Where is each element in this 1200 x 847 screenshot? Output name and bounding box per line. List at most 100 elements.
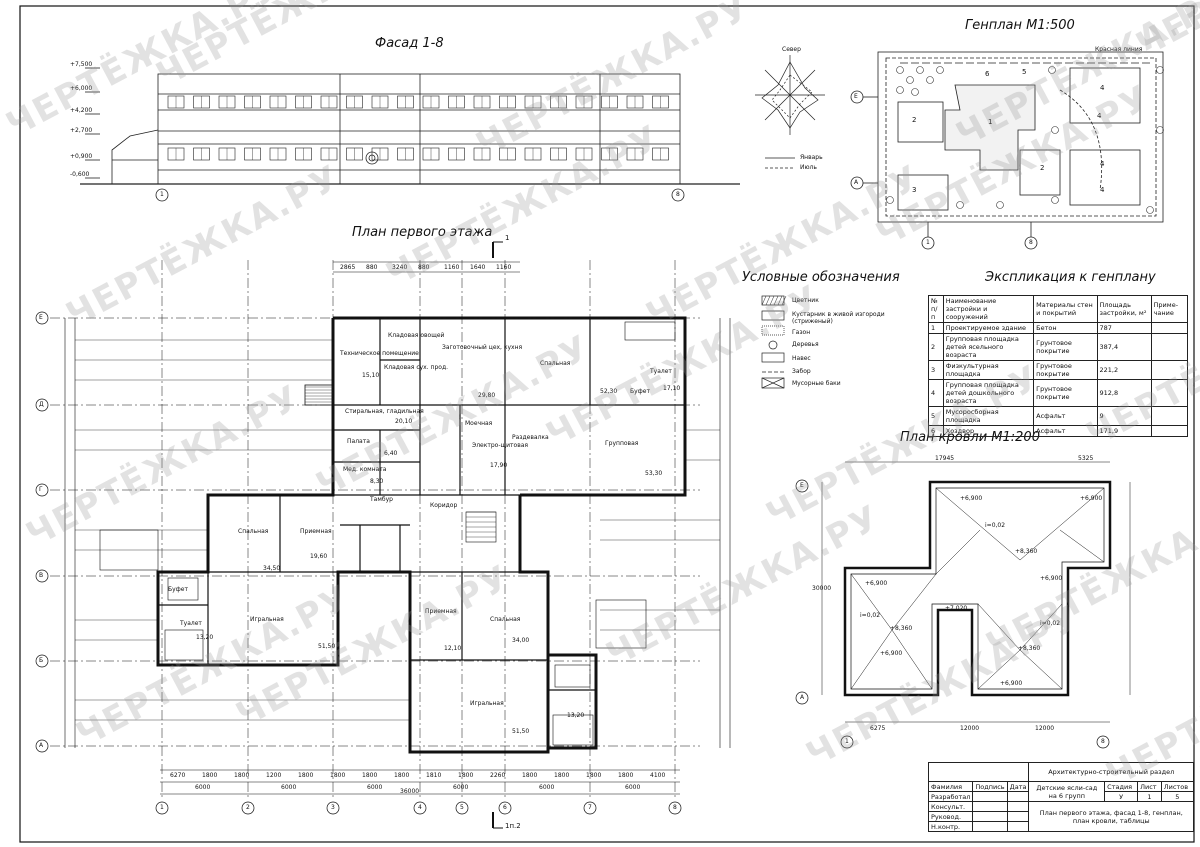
stamp-sheet-title: План первого этажа, фасад 1-8, генплан, … <box>1028 801 1194 832</box>
room-area-3: 17,10 <box>663 385 681 392</box>
room-toilet-2: Туалет <box>180 620 202 627</box>
genplan-tree <box>926 76 934 84</box>
stamp-sheet-value: 1 <box>1137 791 1162 802</box>
genplan-drawing <box>850 51 1164 250</box>
stamp-role-norm: Н.контр. <box>927 821 974 832</box>
room-area-14: 12,10 <box>444 645 462 652</box>
col-axis-bubble <box>413 801 427 815</box>
bottom-dim-1: 1800 <box>202 772 218 779</box>
roof-mark-a-2: +6,900 <box>865 580 888 587</box>
genplan-zone-5: 5 <box>1022 68 1027 76</box>
room-area-1: 29,80 <box>478 392 496 399</box>
roof-mark-a-3: +6,900 <box>1040 575 1063 582</box>
genplan-tree <box>996 201 1004 209</box>
bottom-dim2-1: 6000 <box>281 784 297 791</box>
stamp-sheets-value: 5 <box>1160 791 1195 802</box>
genplan-title: Генплан М1:500 <box>965 18 1075 33</box>
room-veg-store: Кладовая овощей <box>388 332 445 339</box>
facade-level-4: +2,700 <box>70 127 93 134</box>
expl-cell: Грунтовое покрытие <box>1033 333 1098 361</box>
roof-dim-1: 5325 <box>1078 455 1094 462</box>
expl-cell: 6 <box>928 425 944 437</box>
genplan-zone-4a: 4 <box>1100 84 1105 92</box>
facade-level-6: -0,600 <box>70 171 90 178</box>
floor-plan-title: План первого этажа <box>352 225 493 240</box>
expl-header-material: Материалы стен и покрытий <box>1033 295 1098 323</box>
row-axis-bubble <box>35 483 49 497</box>
legend-item-hedge: Кустарник в живой изгороди (стриженый) <box>792 311 885 325</box>
col-axis-2: 3 <box>331 804 335 811</box>
roof-mark-a-4: +6,900 <box>880 650 903 657</box>
expl-cell <box>1150 425 1189 437</box>
room-area-2: 52,30 <box>600 388 618 395</box>
col-axis-1: 2 <box>246 804 250 811</box>
col-axis-bubble <box>326 801 340 815</box>
room-area-12: 13,20 <box>196 634 214 641</box>
room-area-7: 8,30 <box>370 478 384 485</box>
plan-axis-bubbles <box>35 311 682 815</box>
top-dim-1: 880 <box>366 264 378 271</box>
bottom-dim-10: 2260 <box>490 772 506 779</box>
expl-header-name: Наименование застройки и сооружений <box>942 295 1035 323</box>
room-medical: Мед. комната <box>343 466 387 473</box>
total-dimension: 36000 <box>400 788 420 795</box>
expl-cell: Грунтовое покрытие <box>1033 360 1098 380</box>
genplan-zone-6: 6 <box>985 70 990 78</box>
bottom-dim-2: 1800 <box>234 772 250 779</box>
genplan-tree <box>886 196 894 204</box>
legend-item-fence: Забор <box>792 368 811 375</box>
room-play-2: Игральная <box>470 700 504 707</box>
room-area-0: 15,10 <box>362 372 380 379</box>
facade-level-1: +7,500 <box>70 61 93 68</box>
bottom-dim2-3: 6000 <box>453 784 469 791</box>
facade-axis-1: 1 <box>160 191 164 198</box>
roof-mark-b-2: +8,360 <box>1018 645 1041 652</box>
top-dim-6: 1160 <box>496 264 512 271</box>
facade-level-3: +4,200 <box>70 107 93 114</box>
genplan-tree <box>911 88 919 96</box>
room-area-8: 17,90 <box>490 462 508 469</box>
facade-axis-8: 8 <box>676 191 680 198</box>
col-axis-bubble <box>455 801 469 815</box>
row-axis-bubble <box>35 654 49 668</box>
expl-cell: 2 <box>928 333 944 361</box>
legend-item-lawn: Газон <box>792 329 811 336</box>
col-axis-bubble <box>668 801 682 815</box>
roof-mark-a-5: +6,900 <box>1000 680 1023 687</box>
expl-cell: 1 <box>928 322 944 334</box>
genplan-axis-e: Е <box>854 93 858 100</box>
bottom-dim2-5: 6000 <box>625 784 641 791</box>
genplan-axis-8: 8 <box>1029 239 1033 246</box>
genplan-tree <box>1146 206 1154 214</box>
roof-axis-e: Е <box>800 482 804 489</box>
bottom-dim-15: 4100 <box>650 772 666 779</box>
col-axis-bubble <box>498 801 512 815</box>
top-dim-3: 880 <box>418 264 430 271</box>
roof-mark-b-0: +8,360 <box>1015 548 1038 555</box>
room-group-1: Групповая <box>605 440 639 447</box>
stamp-section: Архитектурно-строительный раздел <box>1028 762 1194 782</box>
bottom-dim-9: 1800 <box>458 772 474 779</box>
col-axis-5: 6 <box>503 804 507 811</box>
expl-cell <box>1150 333 1189 361</box>
room-dry-store: Кладовая сух. прод. <box>384 364 448 371</box>
floor-plan <box>50 241 731 829</box>
genplan-zone-4d: 4 <box>1100 186 1105 194</box>
stamp-role-consult: Консульт. <box>927 801 974 812</box>
genplan-zone-2a: 2 <box>912 116 917 124</box>
wind-north-label: Север <box>782 46 801 53</box>
explication-header-row: № п/п Наименование застройки и сооружени… <box>928 295 1189 323</box>
genplan-trees <box>886 66 1164 214</box>
genplan-zone-1: 1 <box>988 118 993 126</box>
room-reception-1: Приемная <box>300 528 332 535</box>
room-area-10: 19,60 <box>310 553 328 560</box>
stamp-sheets-header: Листов <box>1160 781 1195 792</box>
expl-cell: 4 <box>928 379 944 407</box>
col-axis-bubble <box>241 801 255 815</box>
section-mark-bottom: 1п.2 <box>505 822 521 830</box>
bottom-dim-7: 1800 <box>394 772 410 779</box>
top-dim-0: 2865 <box>340 264 356 271</box>
bottom-dim-6: 1800 <box>362 772 378 779</box>
expl-cell: Бетон <box>1033 322 1098 334</box>
